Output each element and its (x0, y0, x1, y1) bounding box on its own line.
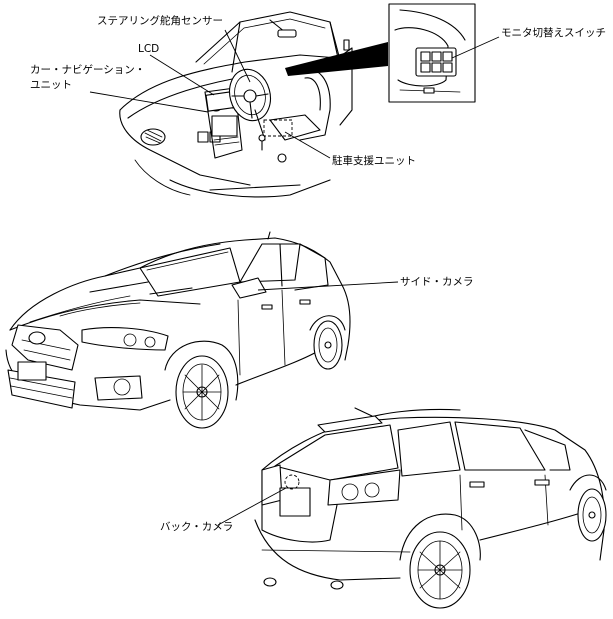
lcd-leader (149, 54, 215, 96)
rear-car-illustration (254, 407, 607, 609)
front-car-illustration (5, 231, 351, 429)
nav-unit-leader (89, 91, 209, 113)
steering-sensor-leader (224, 29, 251, 83)
parking-unit-label: 駐車支援ユニット (332, 154, 416, 167)
back-camera-label: バック・カメラ (160, 521, 233, 533)
side-camera-label: サイド・カメラ (400, 276, 474, 288)
monitor-switch-leader (451, 36, 500, 59)
nav-unit-label-line2: ユニット (30, 79, 72, 91)
back-camera-leader (217, 487, 287, 526)
parking-unit-leader (284, 131, 331, 159)
interior-illustration (119, 3, 476, 198)
monitor-switch-label: モニタ切替えスイッチ (501, 26, 606, 39)
lcd-label: LCD (138, 43, 159, 55)
side-camera-leader (257, 281, 399, 291)
nav-unit-label-line1: カー・ナビゲーション・ (30, 64, 145, 76)
steering-sensor-label: ステアリング舵角センサー (97, 14, 223, 27)
